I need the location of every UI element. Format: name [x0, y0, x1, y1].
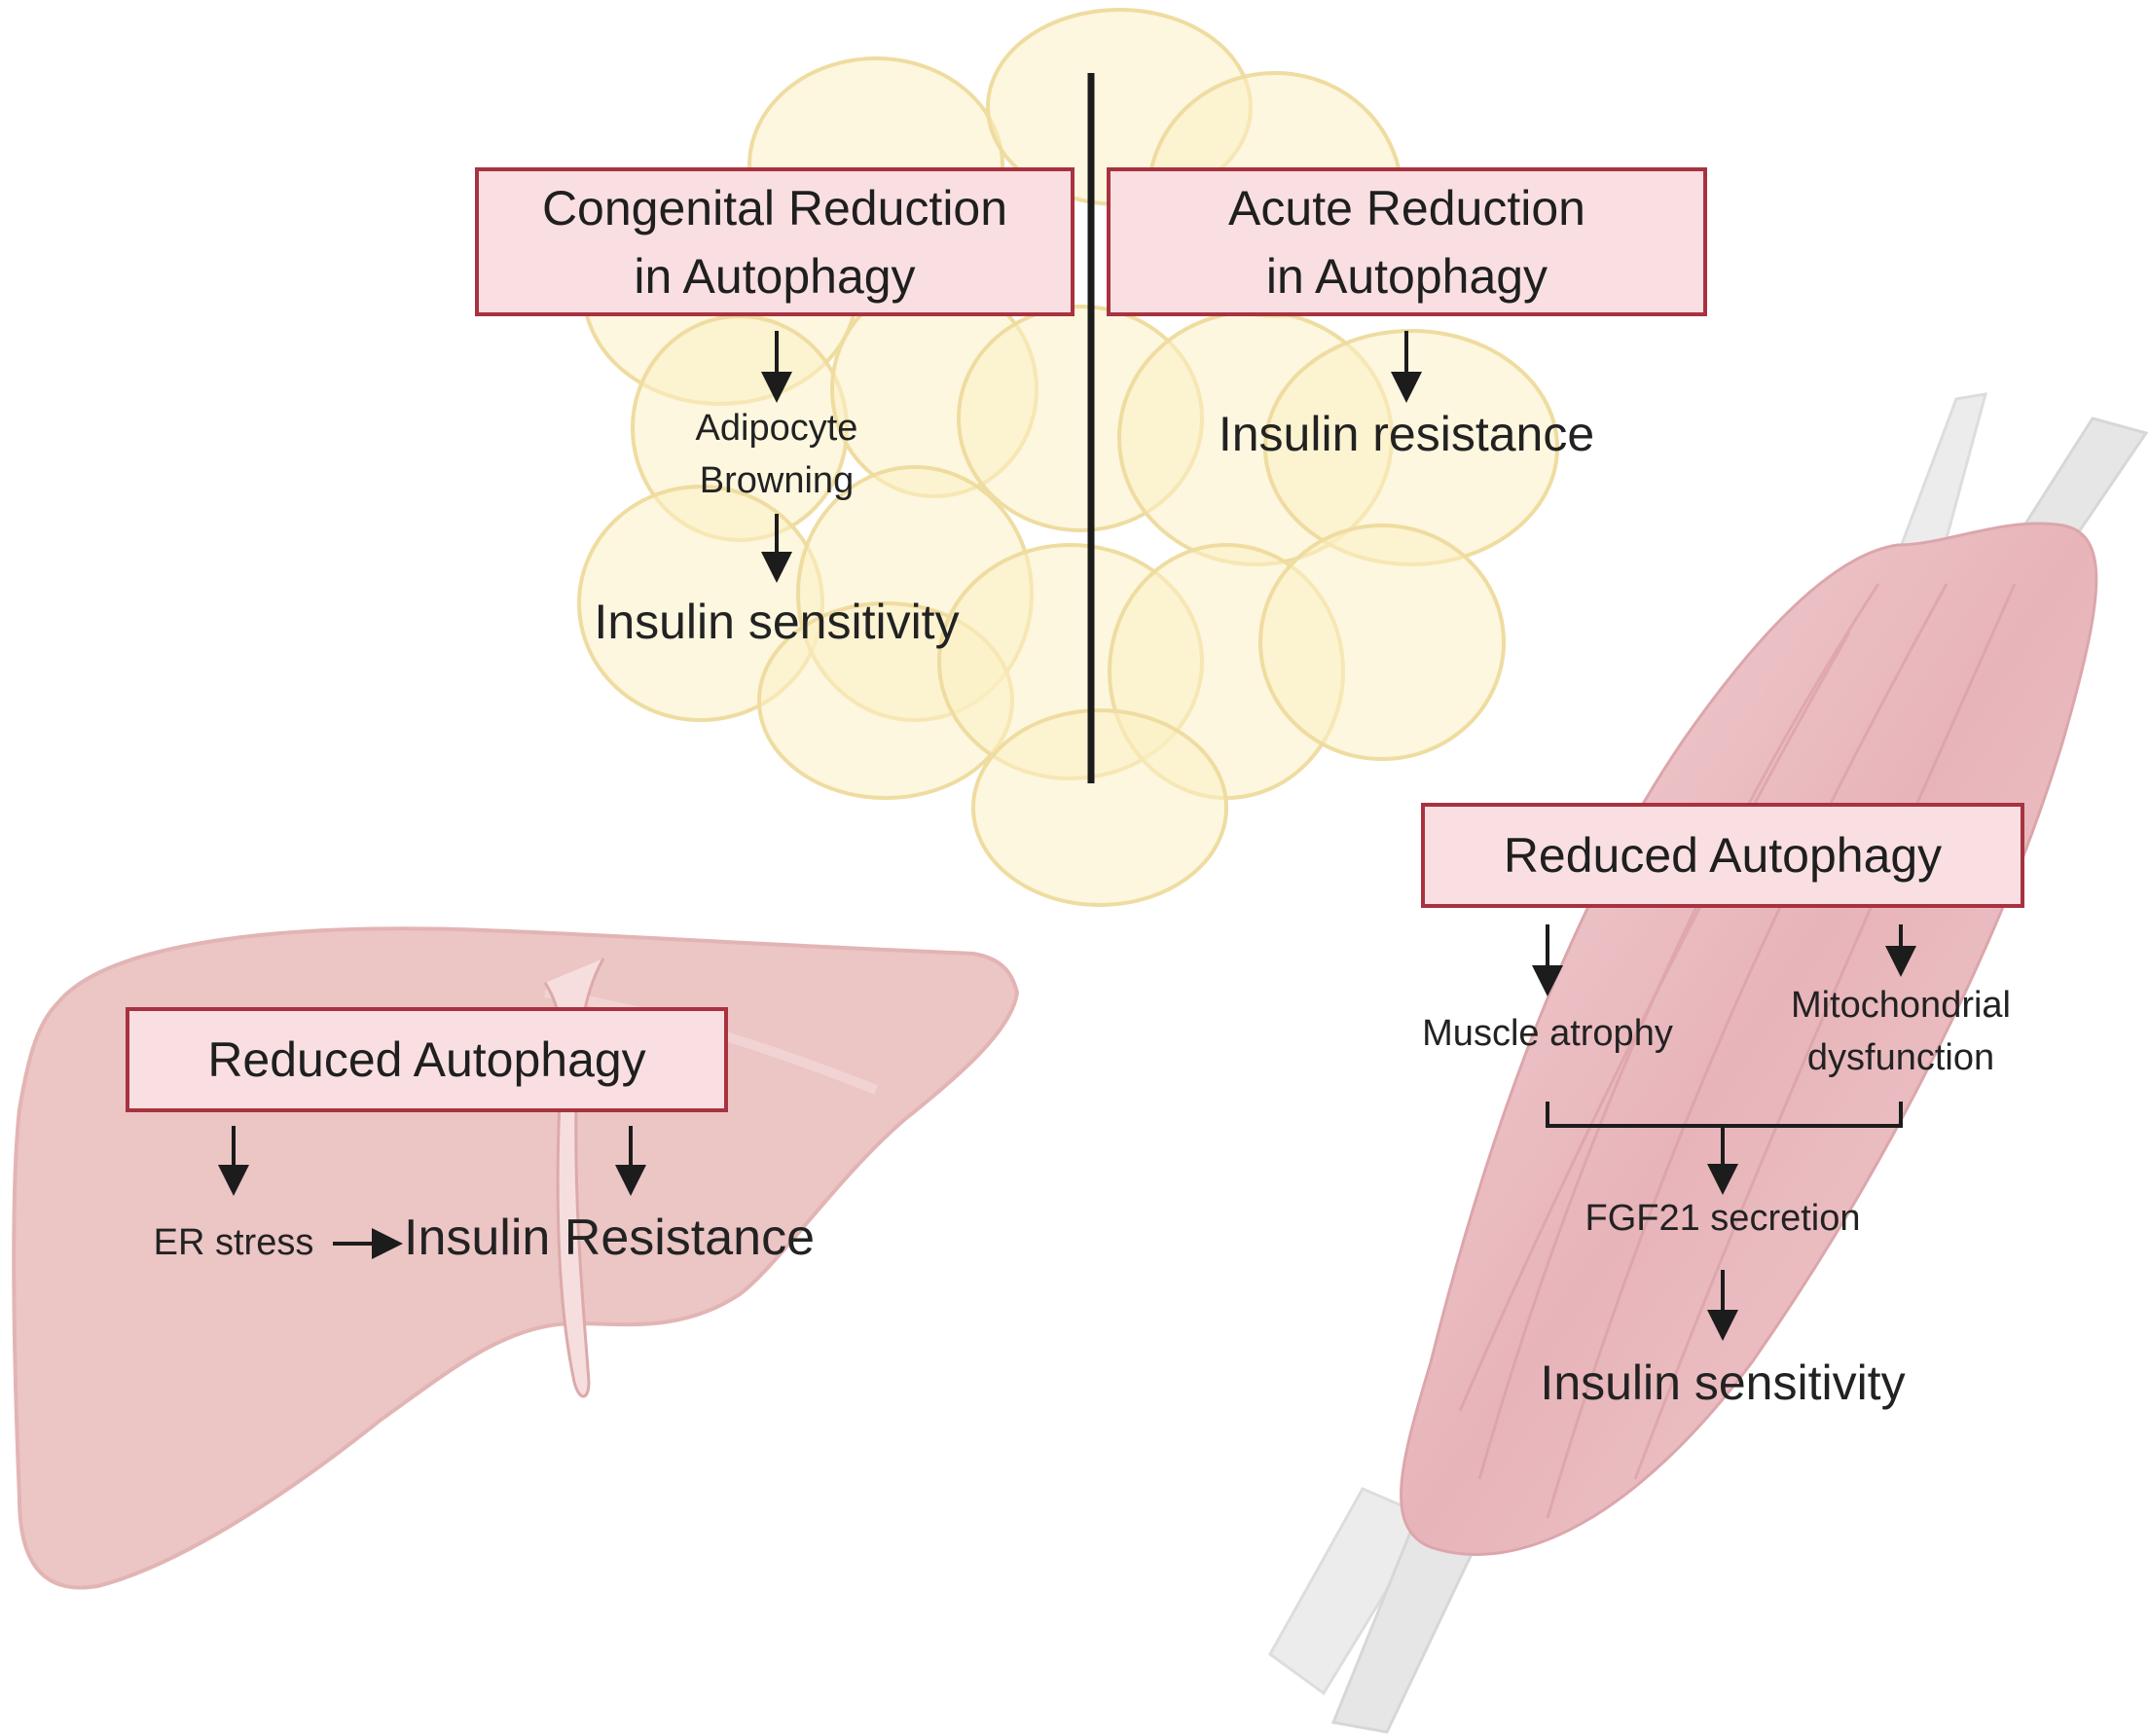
muscle-outcome-label: Insulin sensitivity: [1540, 1356, 1906, 1410]
browning-line1: Adipocyte: [695, 408, 858, 449]
liver-box-label: Reduced Autophagy: [207, 1032, 646, 1087]
arrows: [218, 331, 1916, 1341]
adipocyte-cell: [971, 708, 1228, 907]
mitochondrial-dysfunction-label: Mitochondrial dysfunction: [1755, 979, 2047, 1084]
muscle-illustration: [1268, 392, 2149, 1734]
fgf21-secretion-label: FGF21 secretion: [1584, 1198, 1861, 1239]
congenital-reduction-box: Congenital Reduction in Autophagy: [475, 167, 1074, 316]
congenital-box-line2: in Autophagy: [634, 248, 916, 304]
acute-box-line2: in Autophagy: [1265, 248, 1548, 304]
liver-outcome-label: Insulin Resistance: [404, 1210, 815, 1266]
congenital-box-line1: Congenital Reduction: [541, 180, 1008, 235]
acute-reduction-box: Acute Reduction in Autophagy: [1107, 167, 1707, 316]
browning-line2: Browning: [699, 460, 855, 501]
adipocyte-cell: [1258, 524, 1506, 761]
mito-line2: dysfunction: [1806, 1037, 1995, 1078]
muscle-atrophy-label: Muscle atrophy: [1422, 1013, 1673, 1054]
muscle-reduced-autophagy-box: Reduced Autophagy: [1421, 803, 2024, 908]
muscle-box-label: Reduced Autophagy: [1503, 828, 1943, 883]
congenital-outcome-label: Insulin sensitivity: [594, 595, 960, 649]
liver-reduced-autophagy-box: Reduced Autophagy: [126, 1007, 728, 1112]
adipocyte-browning-label: Adipocyte Browning: [631, 402, 923, 507]
acute-box-line1: Acute Reduction: [1228, 180, 1585, 235]
acute-outcome-label: Insulin resistance: [1218, 407, 1595, 461]
er-stress-label: ER stress: [153, 1222, 314, 1263]
adipocyte-cluster: [577, 8, 1559, 907]
mito-line1: Mitochondrial: [1791, 985, 2011, 1026]
